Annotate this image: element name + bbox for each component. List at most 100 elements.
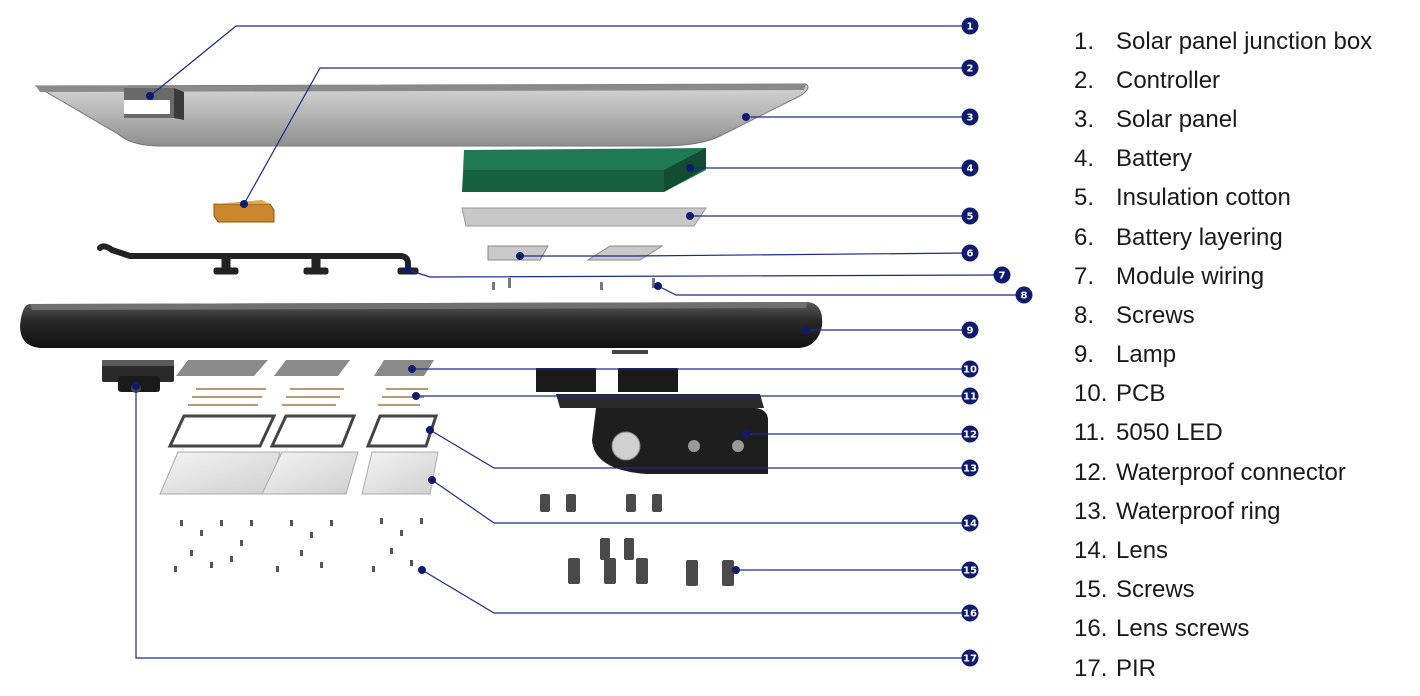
- leader-dot: [802, 326, 810, 334]
- leader-dot: [240, 200, 248, 208]
- legend-item: 4.Battery: [1074, 140, 1414, 179]
- callout-badge: [961, 207, 979, 225]
- legend-item: 5.Insulation cotton: [1074, 179, 1414, 218]
- battery-layering: [487, 245, 664, 261]
- callout-number: 9: [967, 326, 974, 337]
- legend-number: 12.: [1074, 458, 1108, 486]
- leader-dot: [732, 566, 740, 574]
- leader-line: [149, 25, 970, 97]
- lens-screws: [174, 518, 423, 572]
- callout-badge: [961, 425, 979, 443]
- legend-number: 1.: [1074, 27, 1095, 55]
- legend-label: PIR: [1116, 654, 1157, 682]
- waterproof-connector: [536, 368, 768, 474]
- legend-label: Screws: [1116, 301, 1195, 329]
- callout-badge: [961, 159, 979, 177]
- callout-badge: [961, 514, 979, 532]
- legend-item: 11. 5050 LED: [1074, 414, 1414, 453]
- legend-item: 2. Controller: [1074, 61, 1414, 100]
- legend-number: 15.: [1074, 576, 1108, 604]
- legend-number: 8.: [1074, 301, 1095, 329]
- callout-badge: [961, 244, 979, 262]
- legend-item: 6.Battery layering: [1074, 218, 1414, 257]
- legend-item: 15. Screws: [1074, 571, 1414, 610]
- legend-label: Waterproof connector: [1116, 458, 1346, 486]
- led-arrays: [188, 388, 428, 406]
- callout-badge: [961, 459, 979, 477]
- waterproof-rings: [167, 414, 439, 448]
- leader-dot: [654, 282, 662, 290]
- legend-item: 14. Lens: [1074, 531, 1414, 570]
- leader-dot: [428, 476, 436, 484]
- callout-number: 2: [967, 64, 974, 75]
- leader-line: [421, 569, 970, 614]
- callout-badge: [961, 17, 979, 35]
- leader-line: [520, 252, 971, 257]
- legend-item: 1. Solar panel junction box: [1074, 22, 1414, 61]
- pcb-boards: [176, 360, 434, 376]
- legend-item: 17. PIR: [1074, 649, 1414, 688]
- callout-badge: [1015, 286, 1033, 304]
- leader-dot: [404, 266, 412, 274]
- callout-badge: [961, 360, 979, 378]
- legend-number: 13.: [1074, 497, 1108, 525]
- callout-number: 16: [963, 609, 977, 620]
- callout-number: 15: [963, 566, 977, 577]
- leader-dot: [686, 164, 694, 172]
- legend-number: 10.: [1074, 380, 1108, 408]
- leader-line: [243, 67, 970, 205]
- callout-number: 3: [967, 113, 974, 124]
- callout-number: 7: [999, 271, 1006, 282]
- battery: [462, 148, 706, 192]
- leader-dot: [426, 426, 434, 434]
- legend-label: Insulation cotton: [1116, 184, 1291, 212]
- legend-label: Controller: [1116, 66, 1221, 94]
- screws-15: [540, 494, 734, 586]
- callout-number: 1: [967, 22, 974, 33]
- leader-dot: [418, 566, 426, 574]
- legend-item: 7.Module wiring: [1074, 257, 1414, 296]
- legend-label: PCB: [1116, 380, 1166, 408]
- legend-label: Solar panel junction box: [1116, 27, 1373, 55]
- legend-label: Solar panel: [1116, 105, 1238, 133]
- callout-number: 14: [963, 519, 977, 530]
- legend-label: Lens: [1116, 537, 1169, 565]
- callout-number: 12: [963, 430, 977, 441]
- legend-label: Battery: [1116, 145, 1193, 173]
- legend-number: 11.: [1074, 419, 1106, 447]
- leader-line: [431, 479, 970, 524]
- callout-badge: [993, 266, 1011, 284]
- legend-label: Lens screws: [1116, 615, 1250, 643]
- leader-dot: [742, 430, 750, 438]
- lamp-body: [20, 302, 823, 354]
- insulation-cotton: [461, 207, 707, 227]
- legend-label: 5050 LED: [1116, 419, 1223, 447]
- legend-item: 12. Waterproof connector: [1074, 453, 1414, 492]
- legend-item: 3.Solar panel: [1074, 100, 1414, 139]
- callout-number: 13: [963, 464, 977, 475]
- leader-line: [429, 429, 970, 469]
- callout-badge: [961, 561, 979, 579]
- legend-number: 14.: [1074, 537, 1108, 565]
- lenses: [159, 451, 439, 495]
- callout-number: 8: [1021, 291, 1028, 302]
- callout-number: 6: [967, 249, 974, 260]
- leader-line: [657, 285, 1024, 296]
- legend-number: 9.: [1074, 341, 1095, 369]
- legend-item: 13.Waterproof ring: [1074, 492, 1414, 531]
- leader-line: [407, 269, 1003, 278]
- leader-dot: [408, 365, 416, 373]
- legend-item: 8. Screws: [1074, 296, 1414, 335]
- legend-number: 16.: [1074, 615, 1108, 643]
- legend-label: Screws: [1116, 576, 1195, 604]
- legend-number: 17.: [1074, 654, 1108, 682]
- legend-item: 10. PCB: [1074, 375, 1414, 414]
- callout-number: 5: [967, 212, 974, 223]
- callout-badge: [961, 387, 979, 405]
- callout-badge: [961, 604, 979, 622]
- screws-8: [492, 278, 655, 290]
- legend-number: 2.: [1074, 66, 1095, 94]
- callout-badge: [961, 321, 979, 339]
